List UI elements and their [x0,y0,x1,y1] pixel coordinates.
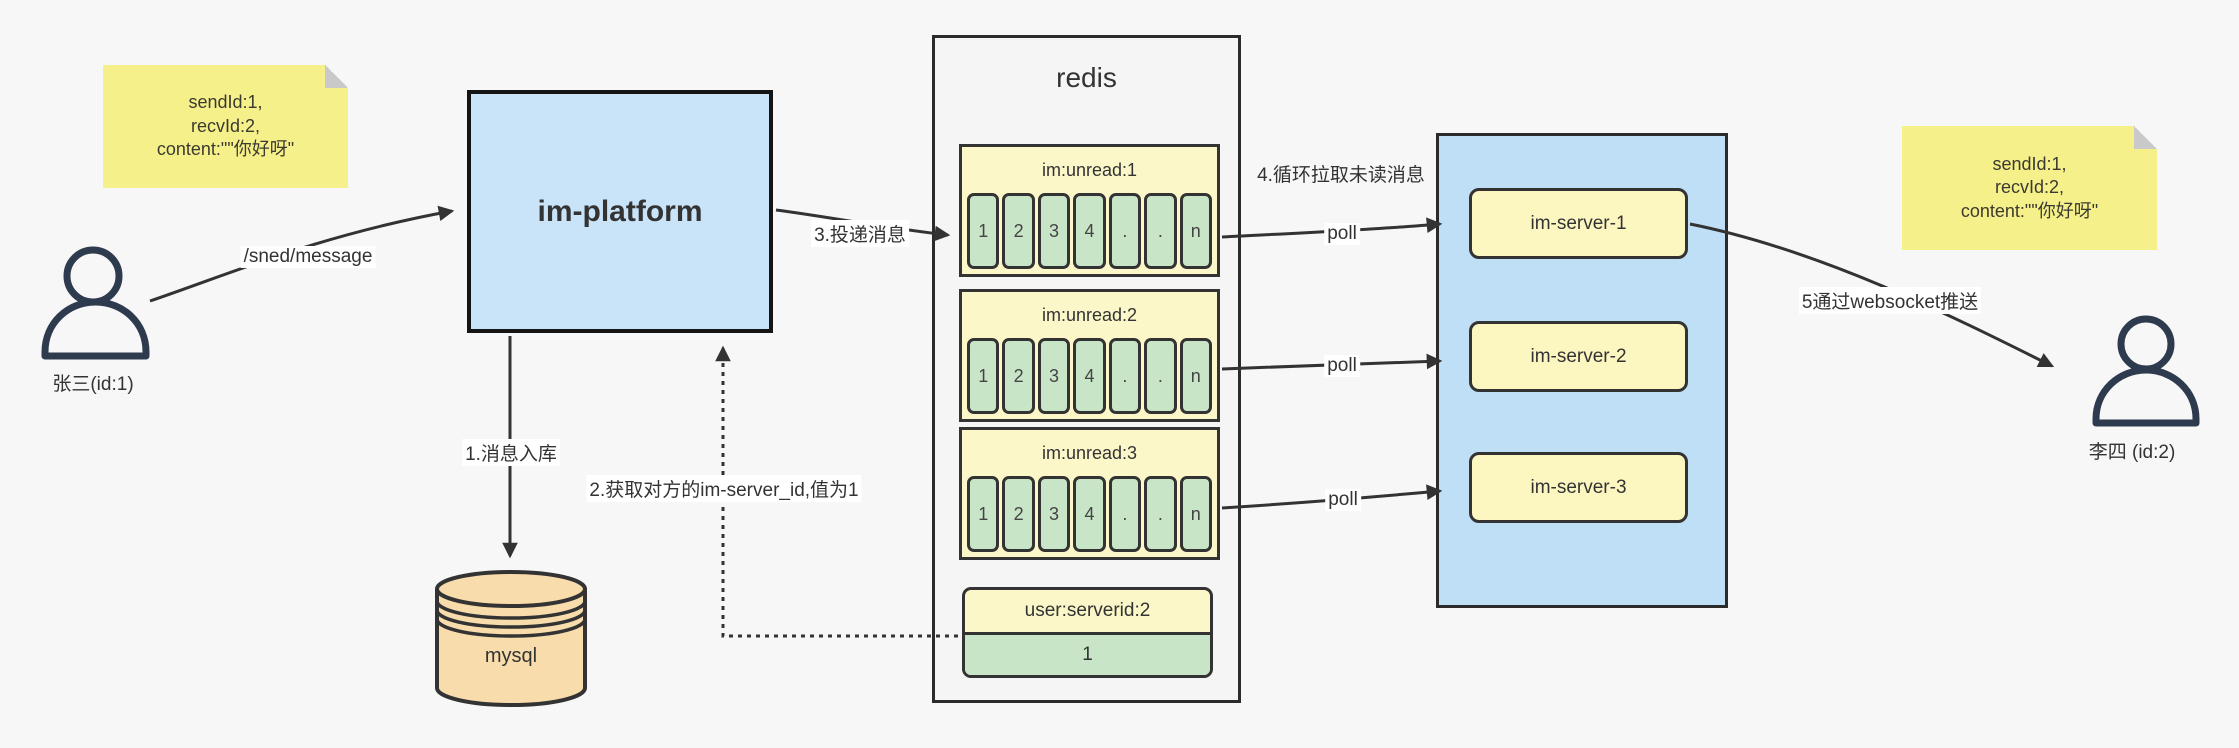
im-server-cluster-panel: im-server-1 im-server-2 im-server-3 [1436,133,1728,608]
queue-cell: 2 [1002,476,1035,552]
queue-cell: 4 [1073,476,1106,552]
queue-cell: 2 [1002,193,1035,269]
queue-2-cells: 1 2 3 4 . . n [967,338,1212,414]
mysql-label: mysql [484,645,538,667]
redis-panel: redis im:unread:1 1 2 3 4 . . n im:unrea… [932,35,1241,703]
queue-cell: . [1108,338,1142,414]
queue-cell: 2 [1002,338,1035,414]
queue-cell: 3 [1037,193,1071,269]
redis-queue-3: im:unread:3 1 2 3 4 . . n [959,427,1220,560]
mysql-cylinder-icon [435,570,587,707]
queue-1-cells: 1 2 3 4 . . n [967,193,1212,269]
queue-2-title: im:unread:2 [1041,304,1138,325]
queue-3-cells: 1 2 3 4 . . n [967,476,1212,552]
label-step3: 3.投递消息 [811,220,909,247]
im-server-1-box: im-server-1 [1469,188,1688,259]
queue-cell: . [1108,193,1142,269]
im-platform-label: im-platform [537,194,703,228]
queue-cell: . [1108,476,1142,552]
label-step2: 2.获取对方的im-server_id,值为1 [586,475,862,502]
queue-cell: 4 [1073,338,1106,414]
redis-queue-2: im:unread:2 1 2 3 4 . . n [959,289,1220,422]
queue-1-title: im:unread:1 [1041,159,1138,180]
user-serverid-box: user:serverid:2 1 [962,587,1213,678]
queue-cell: 1 [967,338,1000,414]
queue-cell: n [1179,476,1212,552]
sticky-note-right-text: sendId:1, recvId:2, content:""你好呀" [1960,153,2099,221]
user-icon-right [2092,315,2200,427]
queue-cell: 1 [967,476,1000,552]
queue-cell: n [1179,193,1212,269]
queue-cell: 1 [967,193,1000,269]
queue-3-title: im:unread:3 [1041,442,1138,463]
queue-cell: 3 [1037,338,1071,414]
label-send-api: /sned/message [240,246,376,268]
actor-left-label: 张三(id:1) [52,374,134,395]
sticky-note-left-text: sendId:1, recvId:2, content:""你好呀" [156,92,295,160]
sticky-fold-icon [325,65,348,88]
im-server-2-box: im-server-2 [1469,321,1688,392]
im-server-3-label: im-server-3 [1530,476,1627,498]
queue-cell: . [1144,338,1177,414]
queue-cell: 3 [1037,476,1071,552]
queue-cell: . [1144,193,1177,269]
label-step5: 5通过websocket推送 [1798,287,1982,314]
user-serverid-title: user:serverid:2 [965,590,1210,635]
queue-cell: n [1179,338,1212,414]
queue-cell: 4 [1073,193,1106,269]
im-server-2-label: im-server-2 [1530,345,1627,367]
label-step1: 1.消息入库 [462,439,560,466]
im-server-1-label: im-server-1 [1530,212,1627,234]
redis-title: redis [1056,62,1117,93]
user-icon-left [41,246,150,360]
label-poll-1: poll [1324,223,1360,245]
sticky-note-left: sendId:1, recvId:2, content:""你好呀" [103,65,348,188]
actor-right-label: 李四 (id:2) [2088,442,2176,463]
sticky-note-right: sendId:1, recvId:2, content:""你好呀" [1902,126,2157,250]
label-step4: 4.循环拉取未读消息 [1257,165,1425,186]
user-serverid-value: 1 [965,635,1210,675]
im-server-3-box: im-server-3 [1469,452,1688,523]
redis-queue-1: im:unread:1 1 2 3 4 . . n [959,144,1220,277]
im-platform-box: im-platform [467,90,773,333]
sticky-fold-icon [2134,126,2157,149]
label-poll-3: poll [1325,489,1361,511]
queue-cell: . [1144,476,1177,552]
label-poll-2: poll [1324,355,1360,377]
